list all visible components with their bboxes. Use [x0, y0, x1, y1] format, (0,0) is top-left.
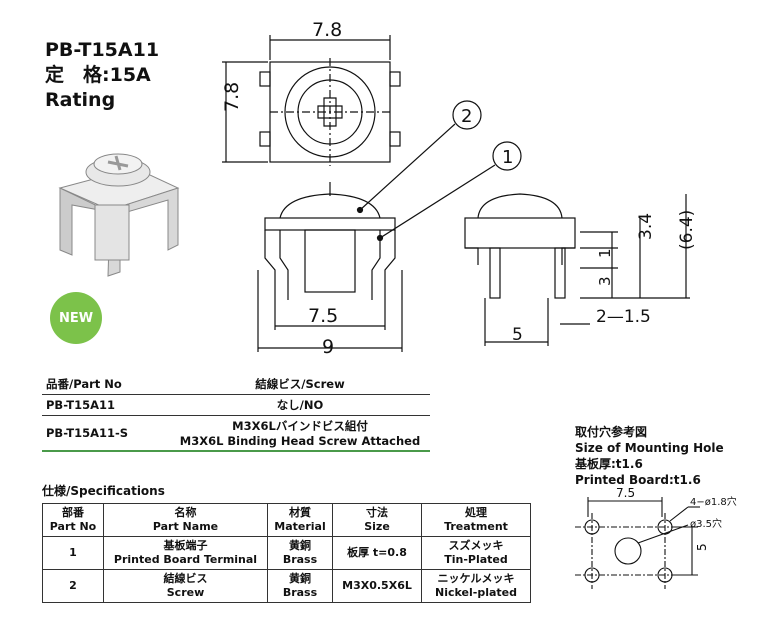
screw-cell-en: M3X6L Binding Head Screw Attached — [179, 434, 421, 448]
dim-side-5: 5 — [512, 325, 523, 345]
spec-mat-jp: 黄銅 — [289, 572, 311, 585]
mounting-info: 取付穴参考図 Size of Mounting Hole 基板厚:t1.6 Pr… — [575, 424, 724, 488]
hdr-en: Treatment — [444, 520, 508, 533]
new-badge: NEW — [50, 292, 102, 344]
spec-title: 仕様/Specifications — [42, 484, 165, 498]
hdr-jp: 名称 — [174, 506, 197, 519]
board-en: Printed Board:t1.6 — [575, 473, 701, 487]
dim-top-width: 7.8 — [312, 19, 342, 41]
spec-name-en: Screw — [166, 586, 205, 599]
spec-treat-jp: ニッケルメッキ — [437, 572, 515, 585]
mount-hole-small: 4−ø1.8穴 — [690, 495, 737, 508]
dim-side-34: 3.4 — [636, 213, 656, 240]
dim-side-3: 3 — [596, 276, 614, 286]
dim-front-inner: 7.5 — [308, 305, 338, 327]
callouts — [356, 100, 522, 242]
spec-name-jp: 基板端子 — [163, 539, 208, 552]
spec-mat-en: Brass — [282, 553, 318, 566]
top-view — [222, 35, 401, 166]
hdr-jp: 寸法 — [366, 506, 388, 519]
spec-treat-en: Tin-Plated — [444, 553, 508, 566]
spec-size: M3X0.5X6L — [332, 569, 422, 603]
rating-jp: 定 格:15A — [45, 64, 151, 86]
mount-dim-h: 5 — [695, 543, 709, 551]
part-number-table: 品番/Part No 結線ビス/Screw PB-T15A11 なし/NO PB… — [42, 374, 430, 452]
callout-1: 1 — [502, 147, 513, 168]
screw-cell-jp: M3X6Lバインドビス組付 — [232, 419, 368, 433]
hdr-en: Part Name — [152, 520, 219, 533]
technical-drawing: 7.8 7.8 2 1 7.5 9 — [58, 19, 697, 358]
mount-title-jp: 取付穴参考図 — [575, 425, 648, 439]
spec-size: 板厚 t=0.8 — [332, 536, 422, 570]
model-title: PB-T15A11 — [45, 39, 160, 61]
title-block: PB-T15A11 定 格:15A Rating — [45, 38, 159, 113]
header-part-no: 品番/Part No — [42, 374, 170, 395]
table-header-row: 品番/Part No 結線ビス/Screw — [42, 374, 430, 395]
rating-en: Rating — [45, 89, 116, 111]
mounting-hole-diagram: 7.5 5 4−ø1.8穴 ø3.5穴 — [575, 486, 737, 589]
board-jp: 基板厚:t1.6 — [575, 457, 643, 471]
part-no-cell: PB-T15A11 — [42, 394, 170, 416]
product-illustration — [58, 153, 180, 277]
callout-2: 2 — [461, 106, 472, 127]
spec-treat-en: Nickel-plated — [435, 586, 517, 599]
spec-no: 1 — [42, 536, 104, 570]
spec-mat-en: Brass — [282, 586, 318, 599]
dim-side-pin: 2—1.5 — [596, 307, 651, 327]
hdr-en: Size — [364, 520, 390, 533]
spec-name-jp: 結線ビス — [163, 572, 208, 585]
hdr-jp: 部番 — [62, 506, 84, 519]
spec-mat-jp: 黄銅 — [289, 539, 311, 552]
dim-front-outer: 9 — [322, 336, 334, 358]
header-screw: 結線ビス/Screw — [170, 374, 430, 395]
screw-cell: なし/NO — [170, 394, 430, 416]
hdr-en: Part No — [49, 520, 97, 533]
mount-hole-big: ø3.5穴 — [690, 517, 722, 530]
hdr-en: Material — [274, 520, 326, 533]
dim-side-64: (6.4) — [677, 210, 697, 250]
part-no-cell: PB-T15A11-S — [42, 415, 170, 452]
spec-name-en: Printed Board Terminal — [113, 553, 258, 566]
dim-side-1: 1 — [596, 248, 614, 258]
mount-dim-w: 7.5 — [616, 486, 635, 500]
dim-top-height: 7.8 — [221, 82, 243, 112]
table-row: PB-T15A11-S M3X6Lバインドビス組付 M3X6L Binding … — [42, 415, 430, 452]
front-view — [257, 182, 403, 352]
table-row: PB-T15A11 なし/NO — [42, 394, 430, 416]
spec-treat-jp: スズメッキ — [448, 539, 504, 552]
spec-no: 2 — [42, 569, 104, 603]
mount-title-en: Size of Mounting Hole — [575, 441, 724, 455]
hdr-jp: 処理 — [465, 506, 487, 519]
hdr-jp: 材質 — [289, 506, 311, 519]
side-view — [464, 193, 690, 346]
